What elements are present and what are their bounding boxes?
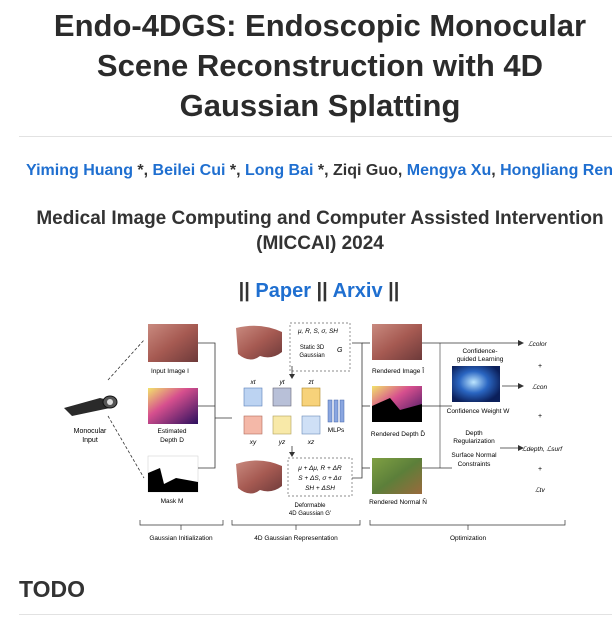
endoscope-icon — [64, 395, 118, 416]
confidence-learning-1: Confidence- — [462, 348, 497, 355]
section-optimization: Optimization — [450, 535, 487, 542]
todo-divider — [19, 614, 612, 615]
author-mark: * — [132, 162, 144, 179]
author-link-hongliang-ren[interactable]: Hongliang Ren — [500, 162, 612, 179]
todo-heading: TODO — [19, 576, 86, 602]
depth-regularization-2: Regularization — [453, 438, 495, 445]
title-line-2: Scene Reconstruction with 4D — [96, 48, 544, 83]
plane-label-xy: xy — [249, 439, 257, 446]
section-4d-gaussian-representation: 4D Gaussian Representation — [254, 535, 338, 542]
static-gaussian-params: μ, R, S, σ, SH — [297, 328, 338, 335]
monocular-input-label-2: Input — [82, 437, 98, 444]
rendered-image-label: Rendered Image Î — [372, 366, 424, 375]
venue-line-1: Medical Image Computing and Computer Ass… — [36, 208, 604, 229]
surface-normal-2: Constraints — [458, 461, 492, 468]
depth-regularization-1: Depth — [465, 430, 483, 437]
link-separator: || — [238, 280, 250, 302]
estimated-depth-label-2: Depth D — [160, 437, 184, 444]
plane-label-yt: yt — [278, 379, 285, 386]
link-separator: || — [388, 280, 400, 302]
author-name-ziqi-guo: Ziqi Guo — [333, 162, 398, 179]
estimated-depth-thumbnail — [148, 388, 198, 424]
author-link-mengya-xu[interactable]: Mengya Xu — [406, 162, 492, 179]
rendered-image-thumbnail — [372, 324, 422, 360]
deform-label-2: 4D Gaussian G' — [289, 511, 331, 517]
author-link-yiming-huang[interactable]: Yiming Huang — [26, 162, 133, 179]
author-link-long-bai[interactable]: Long Bai — [245, 162, 314, 179]
rendered-depth-label: Rendered Depth D̂ — [371, 430, 426, 438]
estimated-depth-label-1: Estimated — [158, 428, 187, 435]
static-gaussian-label-2: Gaussian — [299, 353, 324, 359]
method-overview-figure: Monocular Input Input Image I Estimated … — [64, 322, 566, 542]
svg-text:+: + — [538, 363, 542, 370]
static-gaussian-render — [236, 325, 282, 360]
author-mark: * — [225, 162, 237, 179]
loss-depth-surf: ℒdepth, ℒsurf — [522, 446, 563, 453]
input-image-thumbnail — [148, 324, 198, 362]
loss-tv: ℒtv — [535, 487, 545, 494]
monocular-input-label-1: Monocular — [74, 428, 107, 435]
mlp-blocks — [327, 399, 345, 423]
title-line-3: Gaussian Splatting — [179, 88, 461, 123]
title-divider — [19, 136, 612, 137]
paper-link[interactable]: Paper — [255, 280, 311, 302]
loss-con: ℒcon — [532, 384, 548, 391]
svg-text:+: + — [538, 413, 542, 420]
author-mark: * — [313, 162, 325, 179]
section-gaussian-initialization: Gaussian Initialization — [149, 535, 213, 542]
confidence-weight-label: Confidence Weight W — [447, 408, 511, 415]
plane-label-xz: xz — [307, 439, 315, 446]
deform-params-3: SH + ΔSH — [305, 485, 335, 492]
confidence-weight-map — [452, 366, 500, 402]
deformable-gaussian-render — [236, 460, 282, 494]
mlps-label: MLPs — [328, 427, 345, 434]
svg-text:+: + — [538, 466, 542, 473]
input-image-label: Input Image I — [151, 368, 189, 375]
venue-line-2: (MICCAI) 2024 — [256, 233, 384, 254]
mask-label: Mask M — [161, 498, 184, 505]
resource-links: || Paper || Arxiv || — [19, 280, 612, 303]
title-line-1: Endo-4DGS: Endoscopic Monocular — [53, 8, 587, 43]
plane-label-xt: xt — [249, 379, 256, 386]
deform-label-1: Deformable — [294, 503, 326, 509]
rendered-normal-thumbnail — [372, 458, 422, 494]
static-gaussian-symbol: G — [337, 347, 343, 354]
page-title: Endo-4DGS: Endoscopic Monocular Scene Re… — [20, 6, 612, 126]
deform-params-1: μ + Δμ, R + ΔR — [297, 465, 342, 472]
static-gaussian-label-1: Static 3D — [300, 345, 325, 351]
author-link-beilei-cui[interactable]: Beilei Cui — [152, 162, 226, 179]
arxiv-link[interactable]: Arxiv — [332, 280, 383, 302]
link-separator: || — [316, 280, 328, 302]
deform-params-2: S + ΔS, σ + Δσ — [298, 475, 342, 482]
confidence-learning-2: guided Learning — [457, 356, 504, 363]
plane-label-yz: yz — [278, 439, 286, 446]
surface-normal-1: Surface Normal — [451, 452, 497, 459]
hexplane-grids: xt yt zt xy yz xz — [243, 379, 321, 446]
rendered-normal-label: Rendered Normal N̂ — [369, 498, 427, 506]
author-list: Yiming Huang *, Beilei Cui *, Long Bai *… — [26, 162, 612, 179]
loss-color: ℒcolor — [528, 341, 548, 348]
plane-label-zt: zt — [307, 379, 314, 386]
